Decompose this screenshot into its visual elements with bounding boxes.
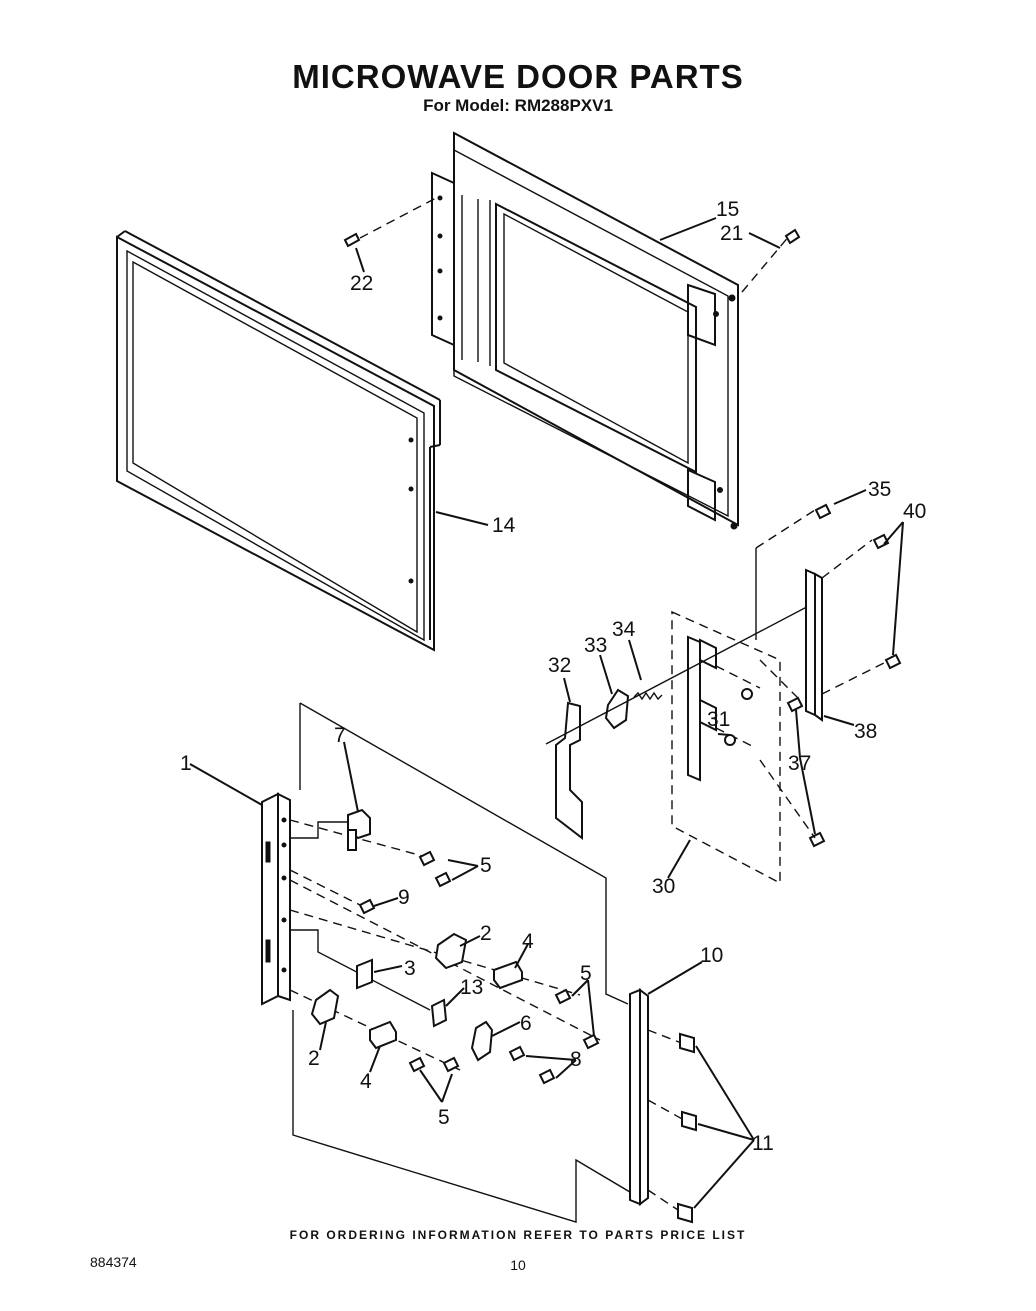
part-11-bumper: [681, 1110, 697, 1132]
page-title: MICROWAVE DOOR PARTS: [292, 58, 744, 95]
part-40-screw: [884, 653, 902, 670]
part-33-latch-block: [604, 688, 630, 730]
part-8-screw: [538, 1068, 556, 1085]
callout-11: 11: [752, 1132, 774, 1155]
part-22-screw: [343, 197, 437, 248]
callout-30: 30: [652, 875, 675, 898]
dashed-guide: [821, 659, 891, 695]
callout-1: 1: [180, 752, 192, 775]
callout-9: 9: [398, 886, 410, 909]
callout-8: 8: [570, 1048, 582, 1071]
callout-7: 7: [334, 724, 346, 747]
callout-15: 15: [716, 198, 739, 221]
callout-leader-lines: [189, 217, 904, 1209]
part-15-inner-door-panel: [431, 131, 739, 530]
part-35-screw: [814, 503, 832, 520]
callout-10: 10: [700, 944, 723, 967]
callout-13: 13: [460, 976, 483, 999]
dashed-guide: [759, 759, 816, 839]
callout-2-lower: 2: [308, 1047, 320, 1070]
part-34-spring: [633, 691, 663, 701]
callout-31: 31: [707, 708, 730, 731]
callout-2-upper: 2: [480, 922, 492, 945]
part-37-screw: [786, 696, 804, 713]
callout-4-lower: 4: [360, 1070, 372, 1093]
callout-38: 38: [854, 720, 877, 743]
part-5-screw: [554, 988, 572, 1005]
part-11-bumper: [677, 1202, 693, 1224]
part-3-shield: [356, 958, 373, 990]
assembly-axis-line: [545, 599, 821, 745]
callout-32: 32: [548, 654, 571, 677]
callout-6: 6: [520, 1012, 532, 1035]
callout-4-upper: 4: [522, 930, 534, 953]
ordering-note: FOR ORDERING INFORMATION REFER TO PARTS …: [289, 1228, 747, 1242]
part-5-screw: [582, 1033, 600, 1050]
part-2-hinge-block: [310, 988, 340, 1026]
part-7-clip: [347, 808, 371, 851]
dashed-guide: [755, 509, 816, 549]
part-4-roller: [369, 1020, 397, 1050]
callout-5-top: 5: [480, 854, 492, 877]
part-40-screw: [872, 533, 890, 550]
document-number: 884374: [90, 1254, 137, 1270]
part-9-screw: [358, 898, 376, 915]
part-5-screw: [442, 1056, 460, 1073]
part-10-strip: [629, 988, 649, 1206]
callout-37: 37: [788, 752, 811, 775]
part-21-screw: [741, 228, 801, 293]
model-subtitle: For Model: RM288PXV1: [423, 96, 613, 115]
part-30-latch-assembly: [671, 610, 781, 885]
part-4-roller: [493, 960, 523, 990]
part-5-screw: [408, 1056, 426, 1073]
part-6-latch: [470, 1020, 494, 1062]
callout-40: 40: [903, 500, 926, 523]
part-14-door-frame: [116, 230, 441, 652]
callout-33: 33: [584, 634, 607, 657]
dashed-guide: [759, 659, 801, 701]
dashed-guide: [647, 1189, 679, 1211]
lower-dashed-guides: [289, 819, 601, 1071]
part-2-hinge-block: [434, 932, 468, 970]
part-38-bracket: [805, 568, 823, 722]
part-8-screw: [508, 1045, 526, 1062]
callout-22: 22: [350, 272, 373, 295]
dashed-guide: [821, 539, 873, 579]
part-5-screw: [434, 871, 452, 888]
callout-3: 3: [404, 957, 416, 980]
lower-assembly-outline: [292, 702, 641, 1223]
callout-5-right: 5: [580, 962, 592, 985]
callout-14: 14: [492, 514, 516, 537]
dashed-guide: [647, 1029, 685, 1045]
part-32-latch-lever: [555, 701, 583, 841]
part-1-hinge-plate: [261, 792, 291, 1006]
page-number: 10: [510, 1257, 526, 1273]
part-13-clip: [430, 998, 448, 1028]
callout-5-lower: 5: [438, 1106, 450, 1129]
callout-34: 34: [612, 618, 636, 641]
callout-35: 35: [868, 478, 891, 501]
part-5-screw: [418, 850, 436, 867]
dashed-guide: [647, 1099, 685, 1121]
part-11-bumper: [679, 1032, 695, 1054]
callout-21: 21: [720, 222, 743, 245]
